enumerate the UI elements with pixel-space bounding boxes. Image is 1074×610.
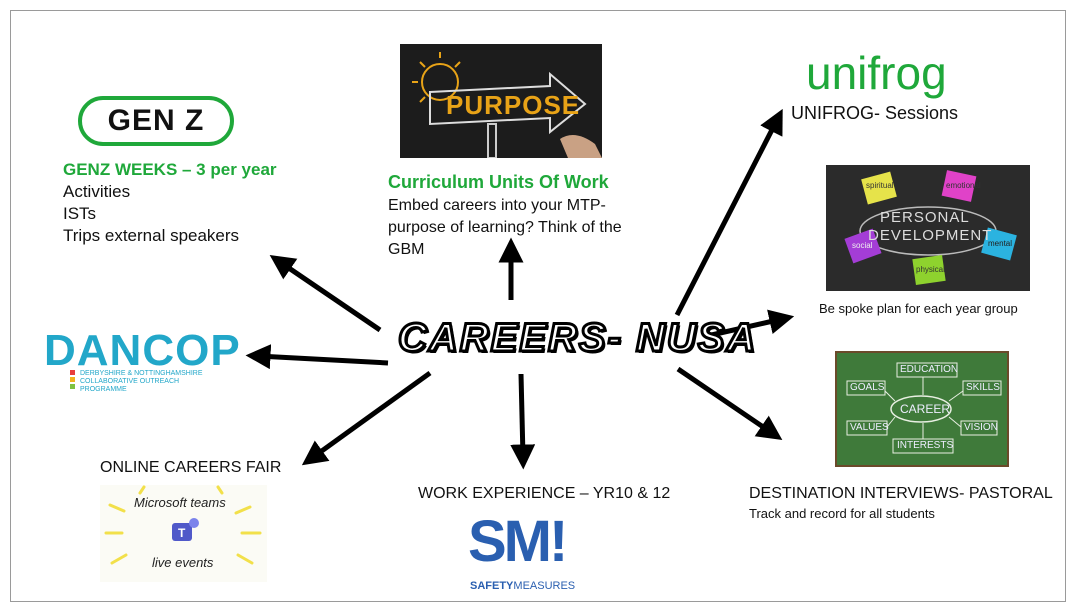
dancop-subtitle-2: COLLABORATIVE OUTREACH <box>80 378 180 385</box>
board-word-vision: VISION <box>964 422 998 433</box>
purpose-line-3: GBM <box>388 241 425 258</box>
teams-image-top: Microsoft teams <box>134 495 226 510</box>
arrow-to-careers-fair <box>301 370 432 466</box>
purpose-chalk-drawing <box>412 52 602 158</box>
arrow-to-dancop <box>245 344 389 370</box>
center-title: CAREERS- NUSA <box>396 315 758 362</box>
arrow-to-unifrog <box>674 108 783 317</box>
sticky-social: social <box>852 241 873 250</box>
personal-development-chalk <box>844 170 1017 285</box>
board-word-career: CAREER <box>900 402 951 416</box>
pd-word-1: PERSONAL <box>880 209 970 226</box>
genz-line-1: Activities <box>63 182 131 201</box>
teams-live-events-image: T Microsoft teams live events <box>100 485 267 582</box>
genz-line-3: Trips external speakers <box>63 226 240 245</box>
personal-development-caption: Be spoke plan for each year group <box>819 301 1018 316</box>
dancop-logo: DANCOP <box>44 326 241 375</box>
purpose-image: PURPOSE <box>400 44 602 158</box>
svg-text:T: T <box>178 526 186 540</box>
purpose-line-2: purpose of learning? Think of the <box>388 219 622 236</box>
sticky-spiritual: spiritual <box>866 181 894 190</box>
genz-logo-text: GEN Z <box>107 104 205 137</box>
safety-measures-bold: SAFETY <box>470 580 514 592</box>
safety-measures-logo: SM! <box>468 509 568 574</box>
genz-title: GENZ WEEKS – 3 per year <box>63 160 277 179</box>
arrow-to-genz <box>269 254 382 333</box>
purpose-image-text: PURPOSE <box>446 90 581 120</box>
destination-title: DESTINATION INTERVIEWS- PASTORAL <box>749 485 1053 502</box>
teams-sunburst: T <box>104 485 262 565</box>
sticky-mental: mental <box>988 239 1013 248</box>
slide-frame <box>10 10 1066 602</box>
dancop-dots <box>70 370 75 389</box>
genz-logo: GEN Z <box>78 96 234 146</box>
genz-line-2: ISTs <box>63 204 97 223</box>
career-chalk-diagram <box>846 362 1002 454</box>
safety-measures-wordmark: SAFETYMEASURES <box>470 580 575 592</box>
dancop-subtitle-3: PROGRAMME <box>80 386 127 393</box>
career-chalkboard-image: EDUCATION GOALS SKILLS CAREER VALUES VIS… <box>835 351 1009 467</box>
sticky-emotional: emotional <box>946 181 981 190</box>
personal-development-image: PERSONAL DEVELOPMENT spiritual emotional… <box>826 165 1030 291</box>
board-word-skills: SKILLS <box>966 382 1000 393</box>
careers-fair-title: ONLINE CAREERS FAIR <box>100 459 282 476</box>
board-word-goals: GOALS <box>850 382 885 393</box>
unifrog-logo: unifrog <box>806 47 947 99</box>
teams-image-bottom: live events <box>152 555 214 570</box>
work-experience-title: WORK EXPERIENCE – YR10 & 12 <box>418 485 671 502</box>
board-word-values: VALUES <box>850 422 889 433</box>
destination-subtitle: Track and record for all students <box>749 506 935 521</box>
safety-measures-light: MEASURES <box>513 580 576 592</box>
unifrog-label: UNIFROG- Sessions <box>791 103 959 123</box>
dancop-subtitle-1: DERBYSHIRE & NOTTINGHAMSHIRE <box>80 370 203 377</box>
arrow-to-personal-development <box>706 309 795 339</box>
purpose-title: Curriculum Units Of Work <box>388 172 609 192</box>
purpose-line-1: Embed careers into your MTP- <box>388 197 606 214</box>
arrow-to-work-experience <box>510 373 536 470</box>
pd-word-2: DEVELOPMENT <box>868 227 993 244</box>
board-word-education: EDUCATION <box>900 364 959 375</box>
sticky-physical: physical <box>916 265 945 274</box>
board-word-interests: INTERESTS <box>897 440 954 451</box>
arrow-to-destination <box>676 366 783 441</box>
